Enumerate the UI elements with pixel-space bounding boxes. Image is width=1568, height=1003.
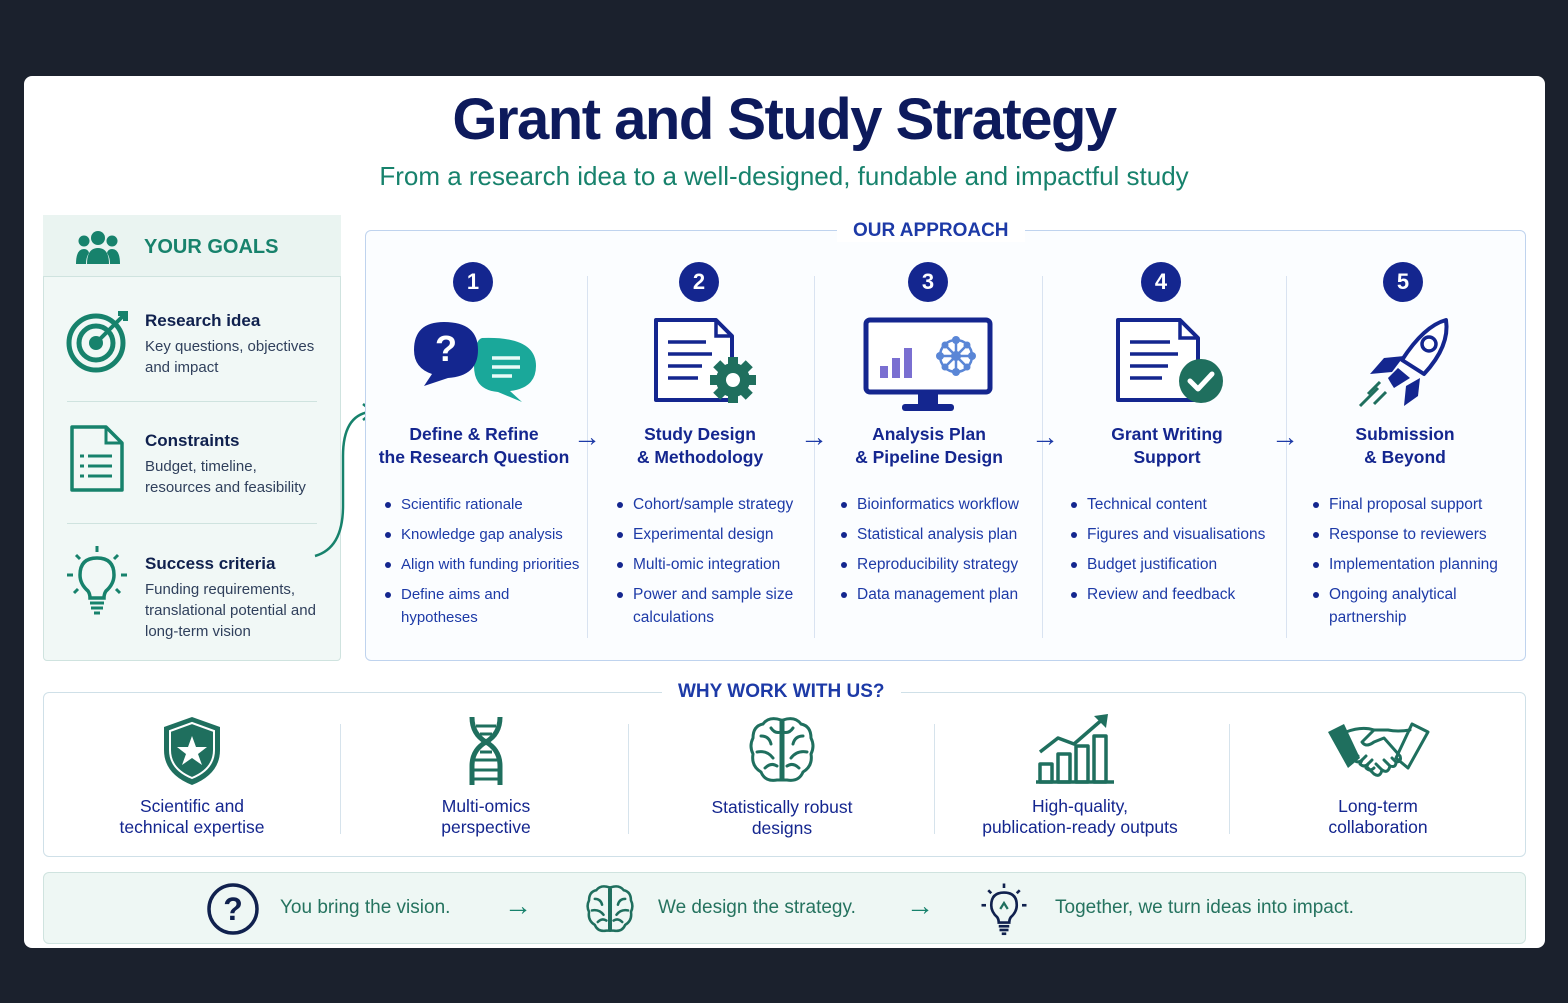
rocket-icon	[1358, 318, 1449, 408]
goal-divider	[67, 523, 317, 524]
step-bullets: Technical content Figures and visualisat…	[1069, 493, 1281, 613]
list-item: Statistical analysis plan	[839, 523, 1039, 546]
approach-panel	[365, 230, 1526, 661]
goals-header	[43, 215, 341, 277]
list-item: Final proposal support	[1311, 493, 1521, 516]
lightbulb-icon	[981, 883, 1027, 936]
question-circle-icon: ?	[207, 883, 259, 935]
list-item: Multi-omic integration	[615, 553, 810, 576]
page-subtitle: From a research idea to a well-designed,…	[379, 161, 1189, 191]
step-title: Study Design & Methodology	[636, 424, 764, 467]
shield-star-icon	[164, 717, 220, 785]
tagline-text: We design the strategy.	[658, 897, 856, 918]
column-divider	[814, 276, 815, 638]
goal-title-constraints: Constraints	[145, 431, 240, 450]
goal-title-research-idea: Research idea	[145, 311, 261, 330]
step-bullets: Scientific rationale Knowledge gap analy…	[383, 493, 583, 636]
goal-text-constraints: Budget, timeline, resources and feasibil…	[145, 458, 306, 496]
why-label: Long-term collaboration	[1328, 796, 1428, 837]
column-divider	[587, 276, 588, 638]
tagline-banner	[43, 872, 1526, 944]
list-item: Reproducibility strategy	[839, 553, 1039, 576]
list-item: Align with funding priorities	[383, 553, 583, 576]
brain-icon	[749, 717, 815, 782]
people-group-icon	[76, 231, 120, 264]
step-arrow: →	[1271, 421, 1299, 452]
column-divider	[934, 724, 935, 834]
step-bullets: Cohort/sample strategy Experimental desi…	[615, 493, 810, 636]
why-label: High-quality, publication-ready outputs	[982, 796, 1178, 837]
list-item: Bioinformatics workflow	[839, 493, 1039, 516]
list-item: Power and sample size calculations	[615, 583, 810, 629]
step-number: 4	[1141, 262, 1181, 302]
step-title: Submission & Beyond	[1355, 424, 1455, 467]
list-item: Technical content	[1069, 493, 1281, 516]
list-item: Experimental design	[615, 523, 810, 546]
tagline-arrow: →	[906, 890, 934, 921]
list-item: Cohort/sample strategy	[615, 493, 810, 516]
svg-text:?: ?	[435, 328, 457, 369]
growth-chart-icon	[1036, 714, 1114, 784]
list-item: Review and feedback	[1069, 583, 1281, 606]
goal-title-success-criteria: Success criteria	[145, 554, 276, 573]
list-item: Figures and visualisations	[1069, 523, 1281, 546]
goal-text-research-idea: Key questions, objectives and impact	[145, 338, 315, 376]
step-bullets: Final proposal support Response to revie…	[1311, 493, 1521, 636]
list-item: Ongoing analytical partnership	[1311, 583, 1481, 629]
list-item: Define aims and hypotheses	[383, 583, 583, 629]
step-number: 2	[679, 262, 719, 302]
list-item: Budget justification	[1069, 553, 1281, 576]
list-item: Knowledge gap analysis	[383, 523, 583, 546]
tagline-text: Together, we turn ideas into impact.	[1055, 897, 1354, 918]
list-item: Implementation planning	[1311, 553, 1521, 576]
step-title: Grant Writing Support	[1111, 424, 1223, 467]
goals-heading: YOUR GOALS	[144, 236, 279, 258]
document-check-icon	[1116, 318, 1223, 403]
list-item: Data management plan	[839, 583, 1039, 606]
why-heading: WHY WORK WITH US?	[662, 681, 901, 703]
why-label: Multi-omics perspective	[441, 796, 531, 837]
document-icon	[70, 425, 124, 492]
column-divider	[628, 724, 629, 834]
handshake-icon	[1328, 722, 1430, 777]
why-label: Statistically robust designs	[711, 797, 853, 838]
why-label: Scientific and technical expertise	[119, 796, 265, 837]
step-arrow: →	[800, 421, 828, 452]
svg-text:?: ?	[223, 891, 243, 927]
column-divider	[340, 724, 341, 834]
goal-divider	[67, 401, 317, 402]
step-bullets: Bioinformatics workflow Statistical anal…	[839, 493, 1039, 613]
target-icon	[66, 311, 128, 373]
page-title: Grant and Study Strategy	[452, 87, 1117, 152]
brain-icon	[586, 885, 634, 933]
list-item: Scientific rationale	[383, 493, 583, 516]
tagline-text: You bring the vision.	[280, 897, 451, 918]
column-divider	[1042, 276, 1043, 638]
step-number: 1	[453, 262, 493, 302]
step-number: 3	[908, 262, 948, 302]
tagline-arrow: →	[504, 890, 532, 921]
step-title: Define & Refine the Research Question	[378, 424, 570, 467]
column-divider	[1229, 724, 1230, 834]
lightbulb-icon	[67, 546, 127, 615]
goal-text-success-criteria: Funding requirements, translational pote…	[145, 581, 316, 640]
monitor-chart-icon	[863, 317, 993, 411]
step-number: 5	[1383, 262, 1423, 302]
chat-bubbles-icon: ?	[414, 322, 536, 402]
list-item: Response to reviewers	[1311, 523, 1521, 546]
step-arrow: →	[1031, 421, 1059, 452]
dna-icon	[469, 716, 503, 785]
approach-heading: OUR APPROACH	[837, 220, 1025, 242]
step-arrow: →	[573, 421, 601, 452]
column-divider	[1286, 276, 1287, 638]
step-title: Analysis Plan & Pipeline Design	[855, 424, 1003, 467]
document-gear-icon	[654, 318, 756, 403]
goals-panel	[43, 215, 341, 661]
